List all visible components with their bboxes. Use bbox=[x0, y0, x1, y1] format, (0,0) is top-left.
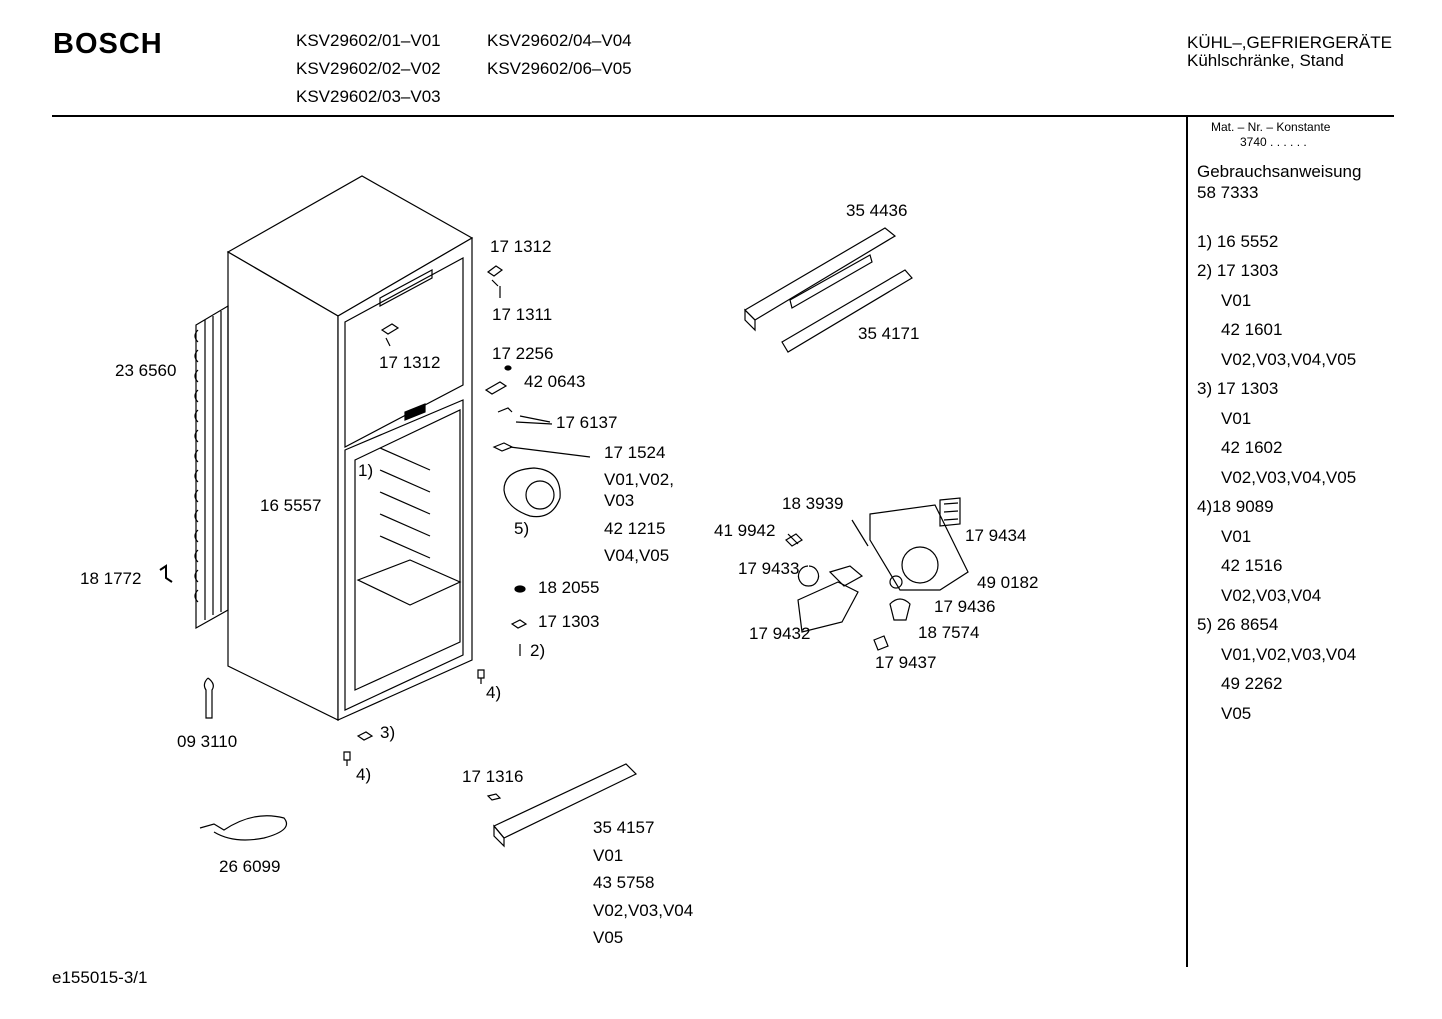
part-number: 17 1524 bbox=[604, 443, 666, 462]
part-number: 17 1303 bbox=[538, 612, 600, 631]
header-rule bbox=[52, 115, 1394, 117]
note-line: 49 2262 bbox=[1221, 674, 1283, 693]
model-2: KSV29602/02–V02 bbox=[296, 59, 441, 78]
exploded-view-drawing bbox=[159, 175, 969, 848]
note-line: 3) 17 1303 bbox=[1197, 379, 1279, 398]
screw-part bbox=[497, 407, 553, 425]
part-number: 42 1215 bbox=[604, 519, 666, 538]
lamp-assembly bbox=[785, 497, 969, 651]
reference-mark: 2) bbox=[530, 641, 546, 660]
door-shelf bbox=[493, 763, 638, 848]
drawing-code: e155015-3/1 bbox=[52, 968, 148, 987]
brand-logo: BOSCH bbox=[53, 28, 163, 60]
plug-part bbox=[514, 585, 526, 593]
note-line: 42 1602 bbox=[1221, 438, 1283, 457]
note-line: V01 bbox=[1221, 527, 1252, 546]
category-subtitle: Kühlschränke, Stand bbox=[1187, 51, 1344, 70]
part-number: 17 1312 bbox=[379, 353, 441, 372]
capacitor-part bbox=[203, 677, 214, 719]
part-number: 18 7574 bbox=[918, 623, 980, 642]
note-line: V01,V02,V03,V04 bbox=[1221, 645, 1357, 664]
control-panel bbox=[744, 227, 913, 353]
hinge-part bbox=[486, 265, 504, 287]
note-line: 5) 26 8654 bbox=[1197, 615, 1279, 634]
model-4: KSV29602/04–V04 bbox=[487, 31, 632, 50]
cover-part bbox=[356, 731, 374, 741]
note-line: 42 1601 bbox=[1221, 320, 1283, 339]
clip-part bbox=[492, 442, 591, 458]
bracket-part bbox=[159, 564, 173, 583]
sidebar-rule bbox=[1186, 115, 1188, 967]
variant-label: V02,V03,V04 bbox=[593, 901, 694, 920]
fan-cover bbox=[503, 467, 561, 518]
reference-mark: 3) bbox=[380, 723, 396, 742]
category-title: KÜHL–,GEFRIERGERÄTE bbox=[1187, 33, 1392, 52]
variant-label: V01,V02, bbox=[604, 470, 674, 489]
note-line: V05 bbox=[1221, 704, 1252, 723]
part-number: 17 1311 bbox=[492, 305, 553, 324]
note-line: V01 bbox=[1221, 291, 1252, 310]
manual-value: 58 7333 bbox=[1197, 183, 1259, 202]
mat-label: Mat. – Nr. – Konstante bbox=[1211, 120, 1331, 134]
part-number: 17 1316 bbox=[462, 767, 524, 786]
part-number: 49 0182 bbox=[977, 573, 1039, 592]
part-number: 35 4171 bbox=[858, 324, 920, 343]
variant-label: V01 bbox=[593, 846, 624, 865]
note-line: 4)18 9089 bbox=[1197, 497, 1274, 516]
note-line: 2) 17 1303 bbox=[1197, 261, 1279, 280]
part-number: 26 6099 bbox=[219, 857, 281, 876]
part-number: 17 9437 bbox=[875, 653, 937, 672]
part-number: 17 2256 bbox=[492, 344, 554, 363]
part-number: 18 1772 bbox=[80, 569, 142, 588]
washer bbox=[504, 365, 512, 371]
reference-mark: 5) bbox=[514, 519, 530, 538]
reference-mark: 1) bbox=[358, 461, 374, 480]
reference-mark: 4) bbox=[356, 765, 372, 784]
part-number: 09 3110 bbox=[177, 732, 238, 751]
bracket bbox=[484, 381, 508, 395]
part-number: 17 9433 bbox=[738, 559, 800, 578]
mat-value: 3740 . . . . . . bbox=[1240, 135, 1307, 149]
note-line: V02,V03,V04 bbox=[1221, 586, 1322, 605]
condenser-coil bbox=[194, 304, 229, 630]
part-number: 17 1312 bbox=[490, 237, 552, 256]
power-cord bbox=[199, 815, 288, 841]
part-number: 16 5557 bbox=[260, 496, 322, 515]
part-number: 41 9942 bbox=[714, 521, 776, 540]
note-line: V01 bbox=[1221, 409, 1252, 428]
variant-label: V05 bbox=[593, 928, 624, 947]
cover-part bbox=[510, 619, 528, 629]
variant-label: V03 bbox=[604, 491, 635, 510]
variant-label: V04,V05 bbox=[604, 546, 670, 565]
part-number: 17 9432 bbox=[749, 624, 811, 643]
foot-part bbox=[477, 669, 485, 684]
part-number: 17 6137 bbox=[556, 413, 618, 432]
model-3: KSV29602/03–V03 bbox=[296, 87, 441, 106]
part-number: 42 0643 bbox=[524, 372, 586, 391]
part-number: 43 5758 bbox=[593, 873, 655, 892]
fridge-cabinet bbox=[226, 175, 474, 721]
note-line: V02,V03,V04,V05 bbox=[1221, 468, 1357, 487]
foot-part bbox=[343, 751, 351, 766]
part-number: 35 4436 bbox=[846, 201, 908, 220]
note-line: 42 1516 bbox=[1221, 556, 1283, 575]
note-line: V02,V03,V04,V05 bbox=[1221, 350, 1357, 369]
model-5: KSV29602/06–V05 bbox=[487, 59, 632, 78]
clip-part bbox=[486, 793, 502, 801]
part-number: 23 6560 bbox=[115, 361, 177, 380]
part-number: 18 2055 bbox=[538, 578, 600, 597]
model-1: KSV29602/01–V01 bbox=[296, 31, 441, 50]
hinge-part bbox=[380, 323, 400, 347]
part-number: 18 3939 bbox=[782, 494, 844, 513]
note-line: 1) 16 5552 bbox=[1197, 232, 1279, 251]
part-number: 17 9434 bbox=[965, 526, 1027, 545]
part-number: 17 9436 bbox=[934, 597, 996, 616]
part-number: 35 4157 bbox=[593, 818, 655, 837]
reference-mark: 4) bbox=[486, 683, 502, 702]
manual-label: Gebrauchsanweisung bbox=[1197, 162, 1362, 181]
